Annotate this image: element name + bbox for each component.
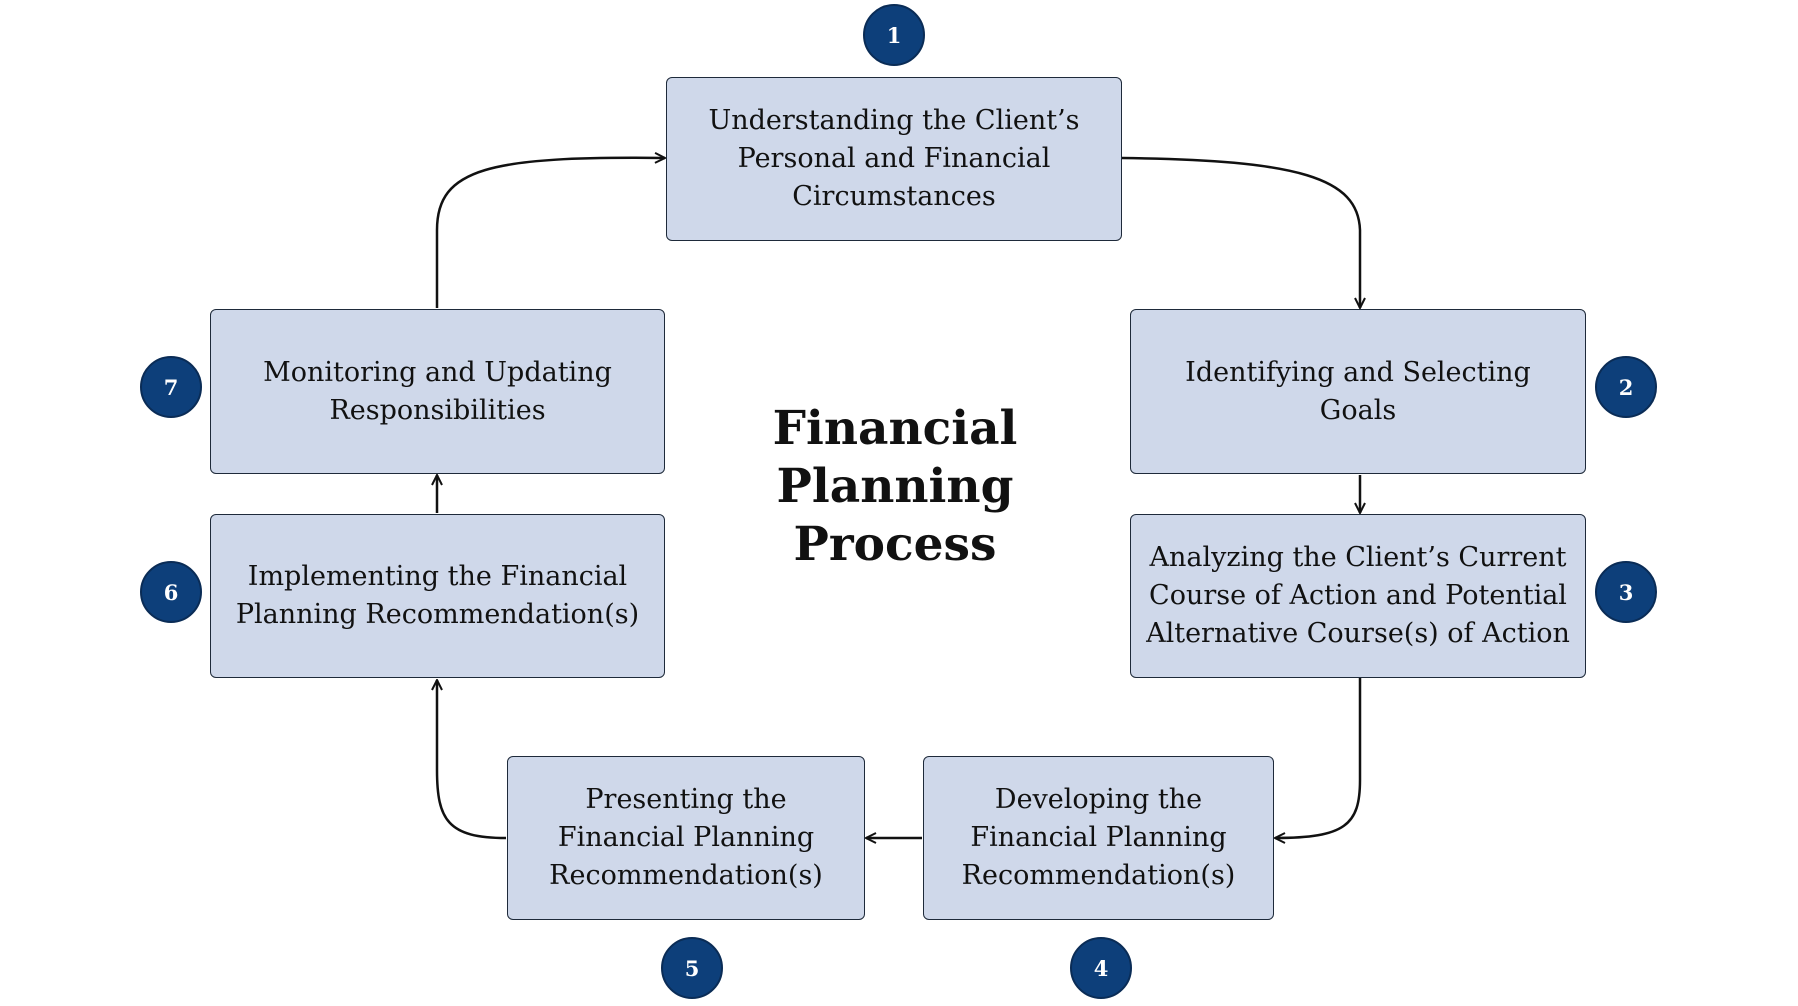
step-7-box: Monitoring and Updating Responsibilities	[210, 309, 665, 474]
connector-3-to-4	[1275, 678, 1362, 838]
step-7-badge: 7	[140, 356, 202, 418]
step-2-badge: 2	[1595, 356, 1657, 418]
step-6-badge: 6	[140, 561, 202, 623]
step-5-box: Presenting the Financial Planning Recomm…	[507, 756, 865, 920]
connector-7-to-1	[435, 158, 665, 308]
step-4-badge: 4	[1070, 937, 1132, 999]
step-5-label: Presenting the Financial Planning Recomm…	[549, 784, 823, 891]
step-3-badge: 3	[1595, 561, 1657, 623]
step-1-box: Understanding the Client’s Personal and …	[666, 77, 1122, 241]
step-5-badge: 5	[661, 937, 723, 999]
step-6-label: Implementing the Financial Planning Reco…	[235, 561, 640, 630]
diagram-title: Financial Planning Process	[772, 401, 1018, 572]
connector-1-to-2	[1121, 156, 1360, 308]
step-6-box: Implementing the Financial Planning Reco…	[210, 514, 665, 678]
step-1-badge: 1	[863, 4, 925, 66]
step-2-label: Identifying and Selecting Goals	[1185, 356, 1531, 426]
step-1-label: Understanding the Client’s Personal and …	[708, 105, 1080, 212]
step-3-box: Analyzing the Client’s Current Course of…	[1130, 514, 1586, 678]
step-4-box: Developing the Financial Planning Recomm…	[923, 756, 1274, 920]
step-3-label: Analyzing the Client’s Current Course of…	[1146, 542, 1570, 649]
connector-5-to-6	[437, 680, 507, 840]
step-2-box: Identifying and Selecting Goals	[1130, 309, 1586, 474]
step-7-label: Monitoring and Updating Responsibilities	[263, 356, 612, 426]
step-4-label: Developing the Financial Planning Recomm…	[961, 784, 1236, 891]
